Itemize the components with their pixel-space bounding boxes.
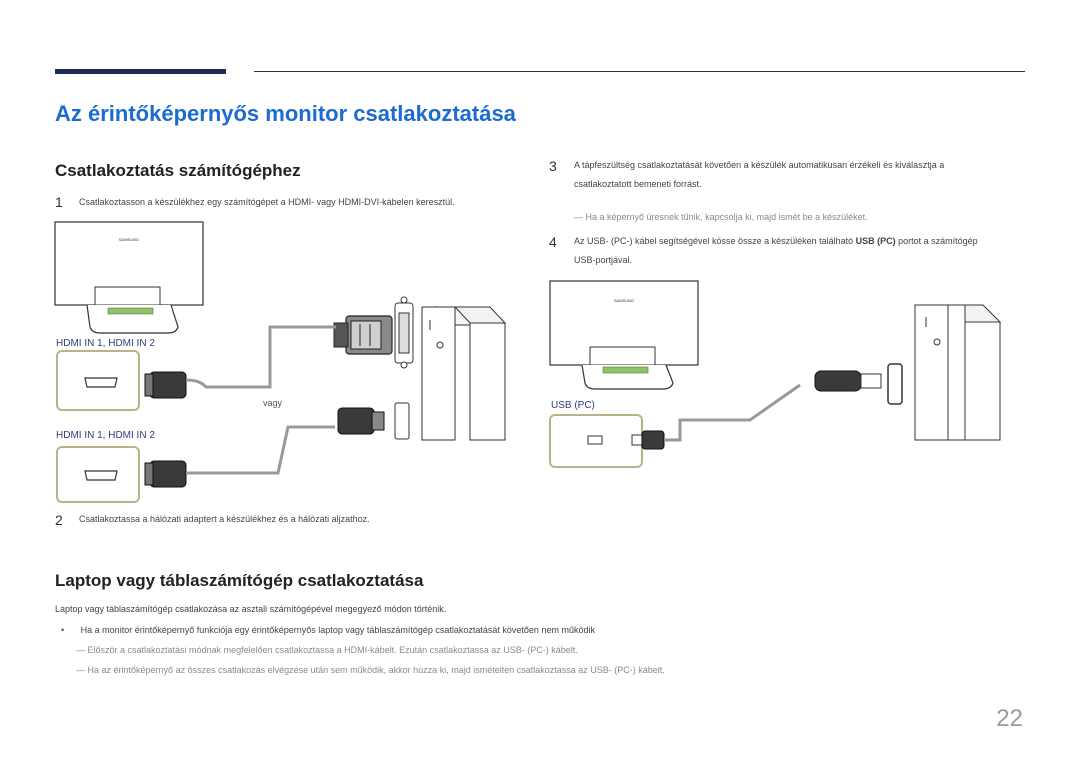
monitor-illustration-right: SAMSUNG xyxy=(549,280,699,390)
pc-tower-left xyxy=(421,305,507,441)
step-3-text: A tápfeszültség csatlakoztatását követőe… xyxy=(574,156,1024,194)
hdmi-port-label-2: HDMI IN 1, HDMI IN 2 xyxy=(56,430,155,441)
header-rule xyxy=(254,71,1025,72)
dvi-port xyxy=(394,296,414,369)
laptop-note-1-text: Először a csatlakoztatási módnak megfele… xyxy=(87,645,578,655)
step-4-text-before: Az USB- (PC-) kábel segítségével kösse ö… xyxy=(574,236,856,246)
usb-connection-diagram: SAMSUNG xyxy=(549,280,1002,468)
bullet-dot-icon: • xyxy=(61,625,65,635)
laptop-intro-text: Laptop vagy táblaszámítógép csatlakozása… xyxy=(55,604,447,614)
page-number: 22 xyxy=(996,705,1023,732)
laptop-note-1: ― Először a csatlakoztatási módnak megfe… xyxy=(76,641,578,659)
note-dash-icon: ― xyxy=(574,212,583,222)
step-2-text: Csatlakoztassa a hálózati adaptert a kés… xyxy=(79,514,370,524)
monitor-brand-right: SAMSUNG xyxy=(614,298,634,303)
step-1-text: Csatlakoztasson a készülékhez egy számít… xyxy=(79,197,455,207)
step-4-text-bold: USB (PC) xyxy=(855,236,896,246)
monitor-illustration: SAMSUNG xyxy=(54,221,204,334)
laptop-bullet-text: Ha a monitor érintőképernyő funkciója eg… xyxy=(80,625,595,635)
step-1-number: 1 xyxy=(55,194,63,210)
dvi-plug xyxy=(333,315,393,355)
step-4-text-after: portot a számítógép xyxy=(895,236,978,246)
note-dash-icon: ― xyxy=(76,665,85,675)
section-heading-laptop: Laptop vagy táblaszámítógép csatlakoztat… xyxy=(55,571,424,590)
laptop-bullet: • Ha a monitor érintőképernyő funkciója … xyxy=(61,625,595,635)
section-heading-pc: Csatlakoztatás számítógéphez xyxy=(55,161,301,180)
header-accent-bar xyxy=(55,69,226,74)
step-3-line-2: csatlakoztatott bemeneti forrást. xyxy=(574,179,702,189)
or-label: vagy xyxy=(263,398,283,408)
laptop-note-2-text: Ha az érintőképernyő az összes csatlakoz… xyxy=(87,665,665,675)
step-3-number: 3 xyxy=(549,158,557,174)
step-4-line-2: USB-portjával. xyxy=(574,255,633,265)
step-3-note: ― Ha a képernyő üresnek tűnik, kapcsolja… xyxy=(574,208,868,226)
step-4-text: Az USB- (PC-) kábel segítségével kösse ö… xyxy=(574,232,1024,270)
laptop-note-2: ― Ha az érintőképernyő az összes csatlak… xyxy=(76,661,665,679)
hdmi-port-pc xyxy=(394,402,410,440)
step-3-line-1: A tápfeszültség csatlakoztatását követőe… xyxy=(574,160,945,170)
monitor-brand-left: SAMSUNG xyxy=(119,237,139,242)
hdmi-connection-diagram: SAMSUNG vagy xyxy=(54,221,507,503)
note-dash-icon: ― xyxy=(76,645,85,655)
page-title: Az érintőképernyős monitor csatlakoztatá… xyxy=(55,101,516,126)
step-3-note-text: Ha a képernyő üresnek tűnik, kapcsolja k… xyxy=(585,212,868,222)
usb-port-label: USB (PC) xyxy=(551,400,595,411)
step-2-number: 2 xyxy=(55,512,63,528)
hdmi-port-label-1: HDMI IN 1, HDMI IN 2 xyxy=(56,338,155,349)
step-4-number: 4 xyxy=(549,234,557,250)
pc-tower-right xyxy=(914,304,1002,441)
